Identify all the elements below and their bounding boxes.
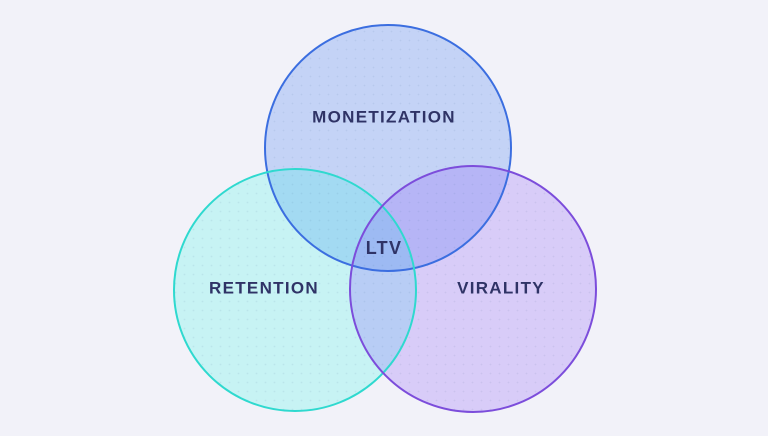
retention-label: RETENTION [209,279,319,298]
retention-circle-outline [173,168,417,412]
monetization-label: MONETIZATION [312,108,456,127]
monetization-circle-outline [264,24,512,272]
virality-label: VIRALITY [457,279,545,298]
ltv-intersection-label: LTV [366,238,403,258]
virality-circle-outline [349,165,597,413]
